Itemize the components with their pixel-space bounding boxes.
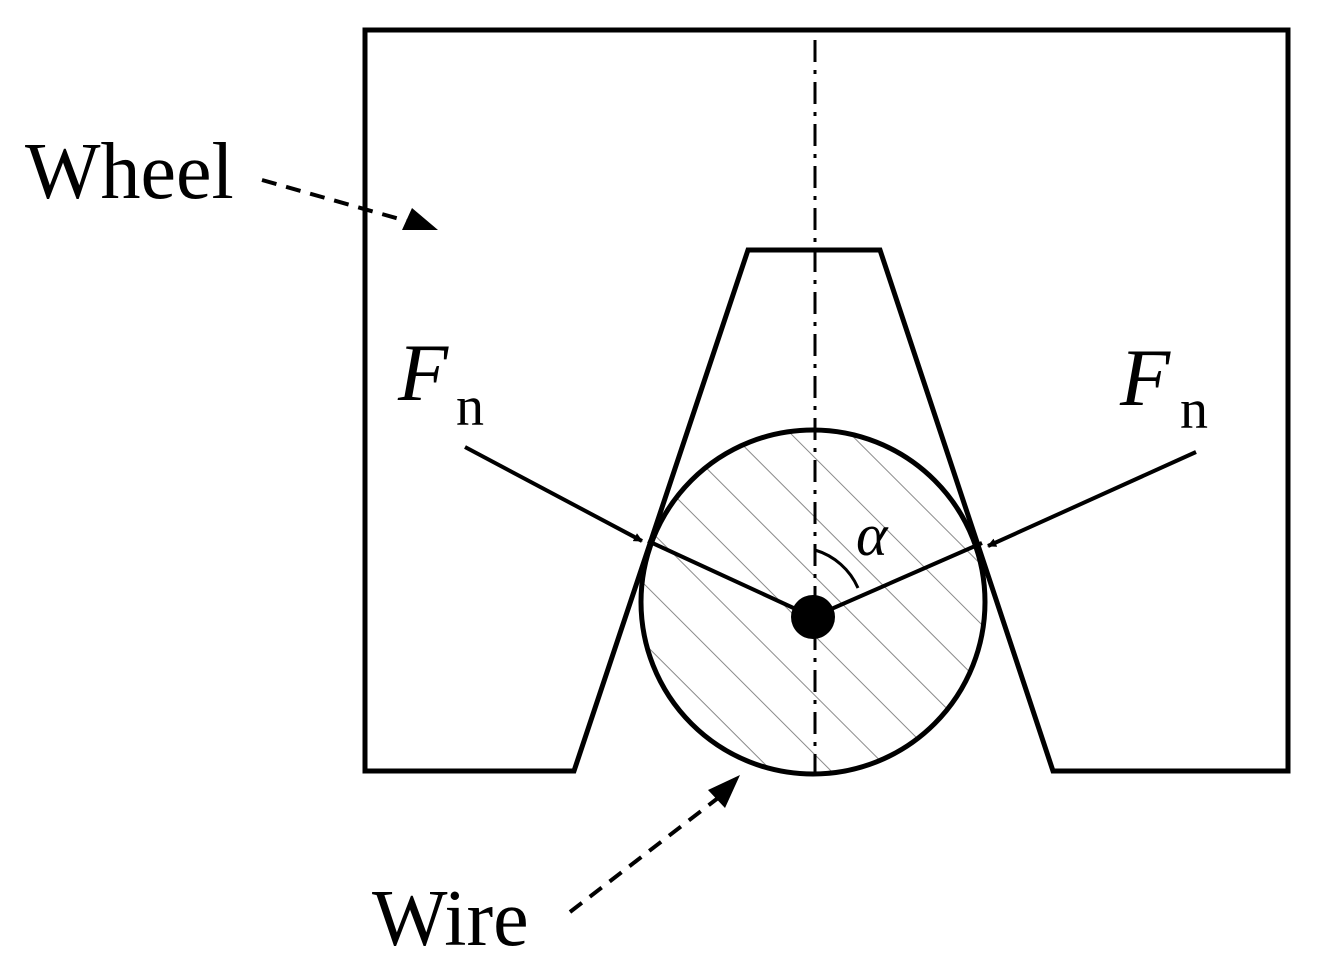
force-arrow-right — [987, 450, 1197, 548]
wire-leader-arrowhead — [708, 775, 740, 808]
center-dot — [791, 595, 835, 639]
radius-left — [647, 539, 814, 619]
radius-right — [812, 541, 983, 619]
wheel-label: Wheel — [25, 128, 234, 216]
force-arrow-left — [464, 445, 643, 543]
force-right-subscript: n — [1180, 379, 1208, 441]
wire-label: Wire — [372, 875, 529, 963]
wire-circle — [638, 427, 988, 777]
wheel-leader — [261, 178, 411, 224]
angle-label: α — [856, 502, 889, 568]
wheel-leader-arrowhead — [402, 208, 438, 230]
wire-leader — [568, 796, 720, 914]
wheel-outline — [362, 27, 1291, 774]
force-left-symbol: F — [397, 327, 449, 418]
angle-arc — [814, 548, 860, 589]
force-right-symbol: F — [1119, 332, 1171, 423]
force-left-subscript: n — [456, 376, 484, 438]
